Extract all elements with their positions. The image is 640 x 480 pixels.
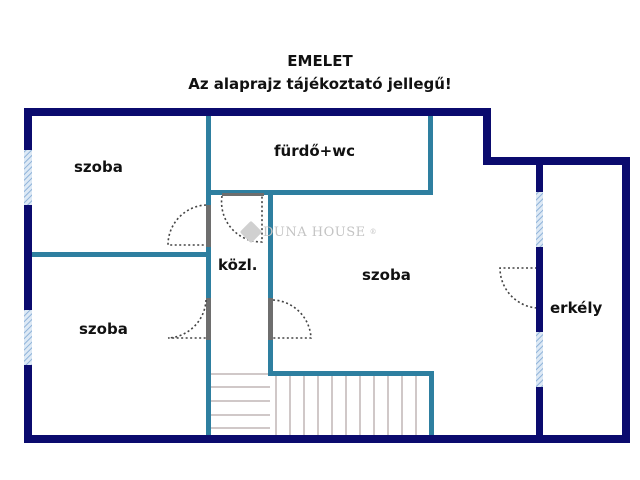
stairs (210, 373, 417, 435)
watermark-text: DUNA HOUSE (263, 224, 366, 240)
door-swings (167, 195, 538, 339)
duna-house-logo-icon (239, 220, 263, 244)
room-label-kozl: közl. (218, 256, 258, 274)
windows (24, 150, 543, 387)
room-label-szoba-main: szoba (362, 266, 411, 284)
inner-walls (32, 116, 434, 435)
outer-walls (24, 108, 630, 443)
registered-mark: ® (369, 228, 378, 236)
room-label-szoba-top-left: szoba (74, 158, 123, 176)
watermark: DUNA HOUSE® (239, 220, 378, 244)
disclaimer-subtitle: Az alaprajz tájékoztató jellegű! (188, 75, 452, 93)
room-label-furdo-wc: fürdő+wc (274, 142, 355, 160)
floor-title: EMELET (287, 52, 353, 70)
room-label-erkely: erkély (550, 299, 603, 317)
room-label-szoba-bottom-left: szoba (79, 320, 128, 338)
